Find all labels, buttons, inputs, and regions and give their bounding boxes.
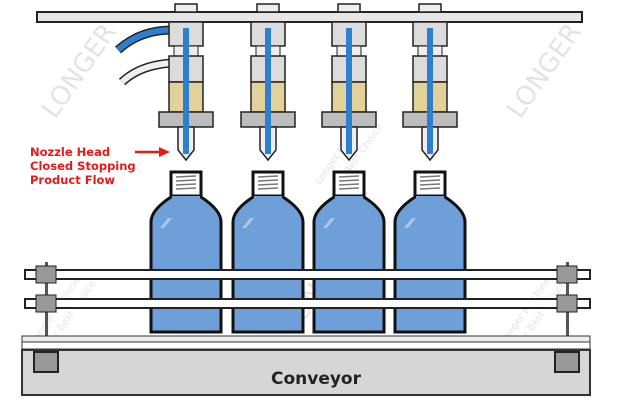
conveyor: Conveyor [21,335,591,396]
svg-text:LONGER: LONGER [501,18,588,124]
callout-line-3: Product Flow [30,173,115,187]
bottle [393,170,467,334]
nozzle-assembly [240,3,296,162]
nozzle-assembly [402,3,458,162]
bottle [312,170,386,334]
bottle [149,170,223,334]
callout-line-2: Closed Stopping [30,159,136,173]
svg-text:LONGER: LONGER [36,18,123,124]
product-tube [427,28,433,154]
product-tube [346,28,352,154]
nozzle-callout: Nozzle Head Closed Stopping Product Flow [30,145,170,187]
bottle [231,170,305,334]
conveyor-label: Conveyor [271,369,362,389]
nozzle-assembly [321,3,377,162]
top-mounting-rail [36,11,583,23]
product-tube [265,28,271,154]
callout-line-1: Nozzle Head [30,145,110,159]
product-tube [183,28,189,154]
nozzle-assembly [158,3,214,162]
